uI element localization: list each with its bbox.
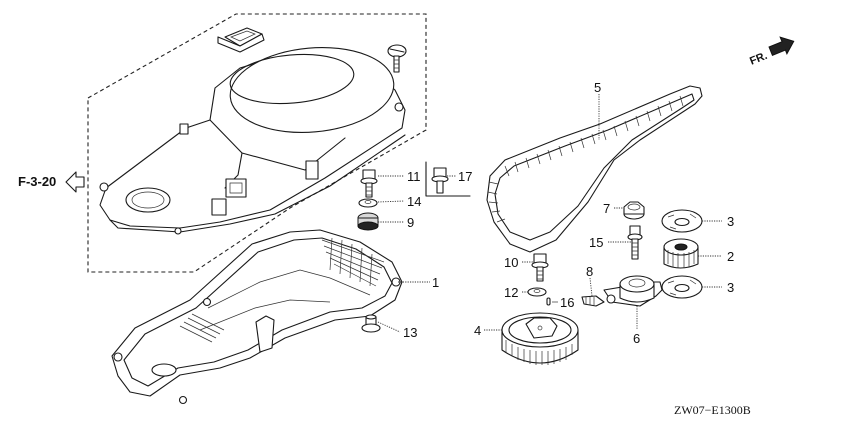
part-9-grommet	[357, 212, 379, 231]
part-13-collar	[361, 314, 381, 333]
part-4-camshaft-pulley	[501, 312, 579, 365]
part-14-washer	[358, 198, 378, 208]
callout-5[interactable]: 5	[594, 80, 601, 95]
callout-14[interactable]: 14	[407, 194, 421, 209]
part-11-flange-bolt	[360, 169, 378, 198]
callout-16[interactable]: 16	[560, 295, 574, 310]
cover-seal	[217, 27, 265, 53]
callout-7[interactable]: 7	[603, 201, 610, 216]
callout-4[interactable]: 4	[474, 323, 481, 338]
callout-12[interactable]: 12	[504, 285, 518, 300]
part-17-flange-bolt	[431, 167, 449, 194]
callout-9[interactable]: 9	[407, 215, 414, 230]
part-7-tensioner-nut	[623, 201, 645, 220]
lower-timing-belt-cover	[111, 229, 403, 405]
callout-6[interactable]: 6	[633, 331, 640, 346]
callout-17[interactable]: 17	[458, 169, 472, 184]
part-16-dowel-pin	[546, 297, 551, 306]
part-3-guide-plate-upper	[661, 209, 703, 233]
callout-11[interactable]: 11	[407, 169, 421, 184]
drawing-code: ZW07−E1300B	[674, 403, 751, 417]
part-10-bolt	[531, 253, 549, 282]
upper-timing-belt-cover	[99, 47, 406, 235]
callout-2[interactable]: 2	[727, 249, 734, 264]
solid-arrow-right-icon	[768, 36, 795, 56]
part-15-stud-bolt	[627, 225, 643, 260]
part-2-crankshaft-pulley	[663, 238, 699, 269]
callout-1[interactable]: 1	[432, 275, 439, 290]
hollow-arrow-left-icon	[65, 171, 85, 193]
part-12-washer	[527, 287, 547, 297]
cover-knob-bolt	[387, 44, 407, 73]
orientation-label: FR.	[748, 50, 769, 68]
part-8-tensioner-spring	[581, 295, 605, 307]
part-6-tensioner	[603, 275, 663, 307]
assembly-boundary	[87, 13, 427, 273]
part-5-timing-belt	[486, 85, 703, 253]
callout-10[interactable]: 10	[504, 255, 518, 270]
callout-3-lower[interactable]: 3	[727, 280, 734, 295]
callout-13[interactable]: 13	[403, 325, 417, 340]
callout-15[interactable]: 15	[589, 235, 603, 250]
reference-label[interactable]: F-3-20	[18, 174, 56, 189]
callout-bracket-17	[425, 161, 471, 197]
callout-3-upper[interactable]: 3	[727, 214, 734, 229]
callout-8[interactable]: 8	[586, 264, 593, 279]
orientation-indicator: FR.	[748, 36, 795, 68]
part-3-guide-plate-lower	[661, 275, 703, 299]
leader-lines	[377, 94, 722, 333]
